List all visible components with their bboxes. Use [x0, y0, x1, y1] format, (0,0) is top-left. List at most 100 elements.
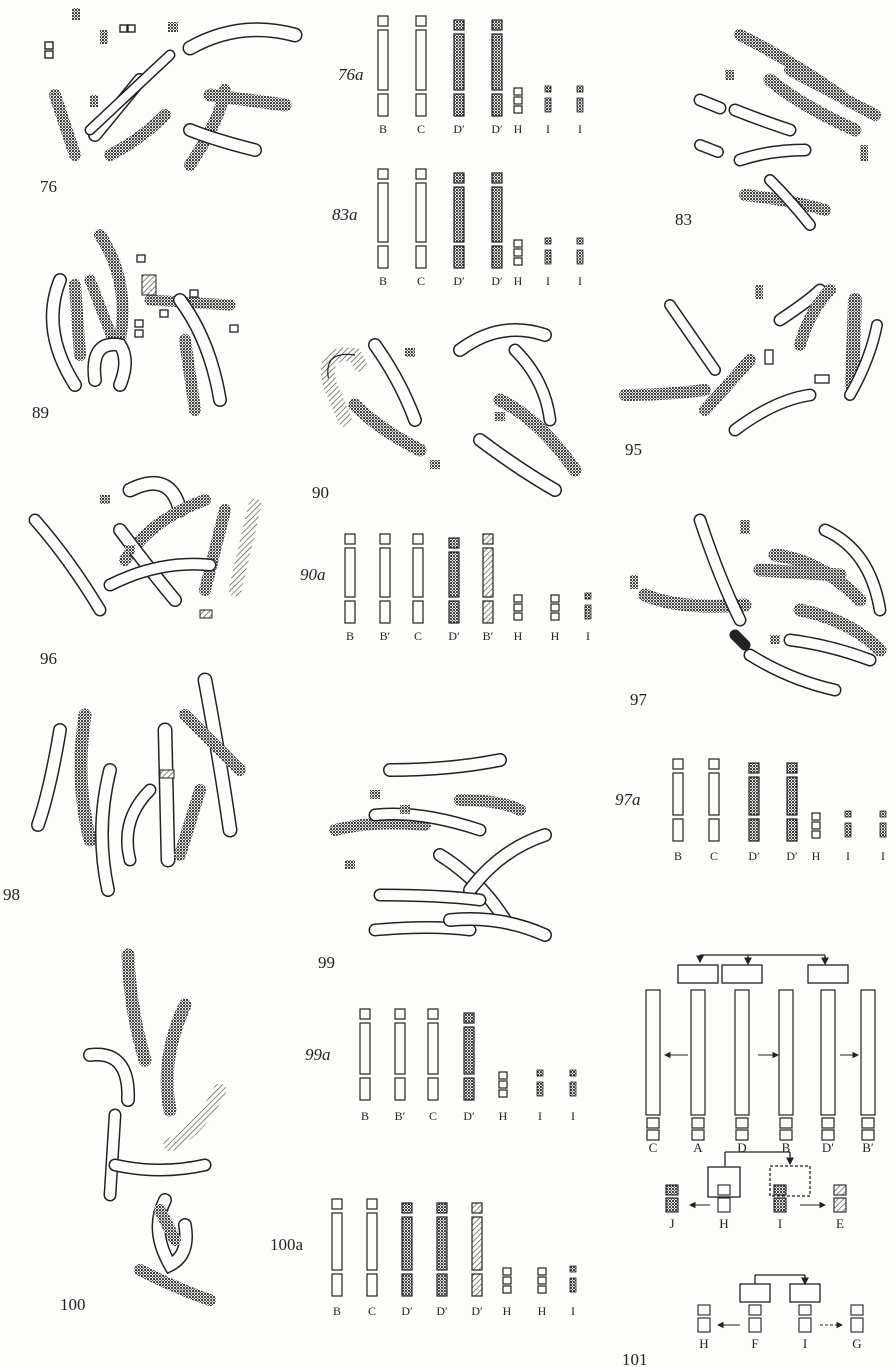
idiogram-100a-chrom-7: [570, 1266, 576, 1272]
idiogram-100a-label-5: H: [503, 1304, 512, 1318]
idiogram-90a-chrom-4: [483, 548, 493, 597]
figure-90-label: 90: [312, 483, 329, 502]
figure-99a-label: 99a: [305, 1045, 331, 1064]
scheme-101-bot-label-1: F: [751, 1336, 758, 1351]
figure-95-spread: [625, 285, 877, 430]
idiogram-76a-label-2: D′: [453, 122, 465, 136]
scheme-101-top-chrom-0: [646, 990, 660, 1115]
scheme-101-top-label-1: A: [693, 1140, 703, 1155]
figure-95-label: 95: [625, 440, 642, 459]
idiogram-99a-chrom-1: [395, 1023, 405, 1074]
scheme-101-top-chrom-4: [821, 990, 835, 1115]
figure-101-label: 101: [622, 1350, 648, 1367]
idiogram-99a-label-3: D′: [463, 1109, 475, 1123]
scheme-101-mid-chrom-1: [718, 1185, 730, 1195]
idiogram-90a-label-0: B: [346, 629, 354, 643]
figure-99-spread: [335, 760, 545, 935]
idiogram-83a-label-0: B: [379, 274, 387, 288]
idiogram-99a-label-1: B′: [395, 1109, 406, 1123]
idiogram-100a-label-3: D′: [436, 1304, 448, 1318]
idiogram-100a-label-4: D′: [471, 1304, 483, 1318]
scheme-101-mid-label-1: H: [719, 1216, 728, 1231]
idiogram-83a-label-1: C: [417, 274, 425, 288]
idiogram-83a-chrom-6: [577, 238, 583, 244]
idiogram-97a-label-4: H: [812, 849, 821, 863]
idiogram-100a-chrom-2: [402, 1217, 412, 1270]
idiogram-90a-chrom-2: [413, 548, 423, 597]
figure-83-spread: [700, 35, 875, 225]
figure-97-label: 97: [630, 690, 648, 709]
figure-76-spread: [45, 8, 295, 165]
scheme-101-top-label-4: D′: [822, 1140, 834, 1155]
idiogram-97a-chrom-0: [673, 773, 683, 815]
idiogram-90a-chrom-1: [380, 548, 390, 597]
idiogram-90a-label-1: B′: [380, 629, 391, 643]
idiogram-100a-chrom-6: [538, 1268, 546, 1275]
idiogram-100a-label-2: D′: [401, 1304, 413, 1318]
scheme-101-bot-label-2: I: [803, 1336, 807, 1351]
figure-100a-label: 100a: [270, 1235, 304, 1254]
idiogram-83a-label-6: I: [578, 274, 582, 288]
idiogram-99a-label-0: B: [361, 1109, 369, 1123]
idiogram-100a-chrom-3: [437, 1217, 447, 1270]
idiogram-100a-label-0: B: [333, 1304, 341, 1318]
idiogram-83a-chrom-5: [545, 238, 551, 244]
idiogram-90a-label-2: C: [414, 629, 422, 643]
scheme-101-bot-chrom-0: [698, 1305, 710, 1315]
figure-89-label: 89: [32, 403, 49, 422]
scheme-101-bot-label-3: G: [852, 1336, 861, 1351]
idiogram-100a-label-6: H: [538, 1304, 547, 1318]
idiogram-97a-chrom-4: [812, 813, 820, 820]
idiogram-99a-label-6: I: [571, 1109, 575, 1123]
idiogram-99a-chrom-3: [464, 1027, 474, 1074]
idiogram-83a-chrom-4: [514, 240, 522, 247]
idiogram-83a-chrom-2: [454, 187, 464, 242]
figure-97-spread: [630, 520, 880, 690]
idiogram-97a-label-2: D′: [748, 849, 760, 863]
idiogram-90a-label-7: I: [586, 629, 590, 643]
idiogram-76a-chrom-6: [577, 86, 583, 92]
figure-89-spread: [53, 235, 238, 410]
idiogram-83a-chrom-3: [492, 187, 502, 242]
figure-96-label: 96: [40, 649, 57, 668]
idiogram-90a-chrom-0: [345, 548, 355, 597]
figure-83-label: 83: [675, 210, 692, 229]
idiogram-99a-chrom-5: [537, 1070, 543, 1076]
scheme-101-top-chrom-2: [735, 990, 749, 1115]
figure-90a-label: 90a: [300, 565, 326, 584]
scheme-101-top-chrom-1: [691, 990, 705, 1115]
idiogram-100a-chrom-0: [332, 1213, 342, 1270]
scheme-101-mid-chrom-3: [834, 1185, 846, 1195]
idiogram-97a-chrom-6: [880, 811, 886, 817]
idiogram-90a-label-4: B′: [483, 629, 494, 643]
scheme-101-bot-chrom-1: [749, 1305, 761, 1315]
idiogram-76a-label-6: I: [578, 122, 582, 136]
idiogram-76a-chrom-0: [378, 30, 388, 90]
figure-98-spread: [38, 680, 240, 890]
figure-98-label: 98: [3, 885, 20, 904]
idiogram-97a-chrom-3: [787, 777, 797, 815]
scheme-101-top-label-0: C: [649, 1140, 658, 1155]
idiogram-76a-label-5: I: [546, 122, 550, 136]
idiogram-97a-label-5: I: [846, 849, 850, 863]
idiogram-97a-chrom-2: [749, 777, 759, 815]
figure-76-label: 76: [40, 177, 57, 196]
idiogram-83a-label-4: H: [514, 274, 523, 288]
idiogram-83a-chrom-1: [416, 183, 426, 242]
scheme-101-top-label-3: B: [782, 1140, 791, 1155]
scheme-101-mid-chrom-2: [774, 1185, 786, 1195]
idiogram-90a-label-6: H: [551, 629, 560, 643]
idiogram-76a-chrom-1: [416, 30, 426, 90]
figure-97a-label: 97a: [615, 790, 641, 809]
idiogram-100a-chrom-5: [503, 1268, 511, 1275]
figure-90-spread: [328, 330, 575, 490]
idiogram-99a-chrom-2: [428, 1023, 438, 1074]
idiogram-99a-chrom-4: [499, 1072, 507, 1079]
